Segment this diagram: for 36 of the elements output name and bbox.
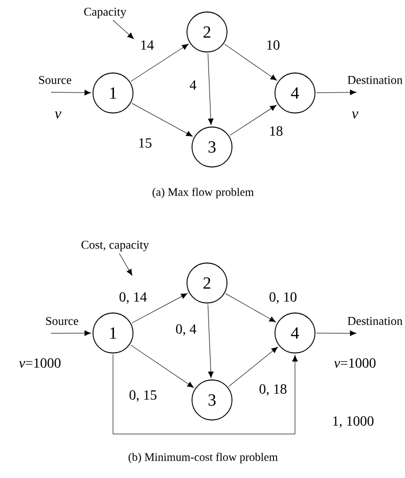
callout-text: Cost, capacity bbox=[82, 240, 149, 252]
edge-label: 10 bbox=[267, 40, 280, 50]
edge-label: 1, 1000 bbox=[333, 416, 374, 428]
arrow bbox=[130, 344, 194, 388]
arrow bbox=[112, 354, 298, 434]
arrow bbox=[224, 44, 277, 81]
arrow bbox=[228, 346, 278, 387]
arrow bbox=[225, 293, 276, 322]
edge-label: 4 bbox=[190, 80, 196, 90]
arrow bbox=[132, 103, 193, 137]
leader-line bbox=[119, 253, 132, 276]
endpoint-label: Source bbox=[39, 76, 72, 84]
arrow bbox=[316, 330, 356, 336]
edge-label: 15 bbox=[139, 138, 152, 148]
arrow bbox=[130, 44, 188, 82]
edge-label: 14 bbox=[141, 40, 154, 50]
arrow bbox=[230, 104, 276, 136]
edge-label: 0, 4 bbox=[176, 324, 196, 336]
endpoint-label: Destination bbox=[348, 76, 402, 84]
arrow bbox=[50, 90, 91, 96]
arrow bbox=[50, 330, 91, 336]
arrow bbox=[208, 304, 214, 378]
flow-label: v bbox=[352, 111, 358, 118]
endpoint-label: Source bbox=[46, 316, 78, 326]
edge-label: 18 bbox=[270, 126, 282, 136]
leader-line bbox=[112, 20, 134, 39]
flow-label: v bbox=[54, 111, 62, 118]
edge-label: 0, 18 bbox=[260, 384, 286, 396]
edge-label: 0, 15 bbox=[130, 390, 156, 402]
callout-text: Capacity bbox=[84, 8, 126, 18]
edge-label: 0, 14 bbox=[120, 292, 147, 304]
endpoint-label: Destination bbox=[348, 316, 402, 326]
arrow bbox=[132, 293, 188, 324]
edge-label: 0, 10 bbox=[270, 292, 296, 304]
arrow bbox=[316, 90, 356, 96]
arrow bbox=[208, 53, 214, 125]
